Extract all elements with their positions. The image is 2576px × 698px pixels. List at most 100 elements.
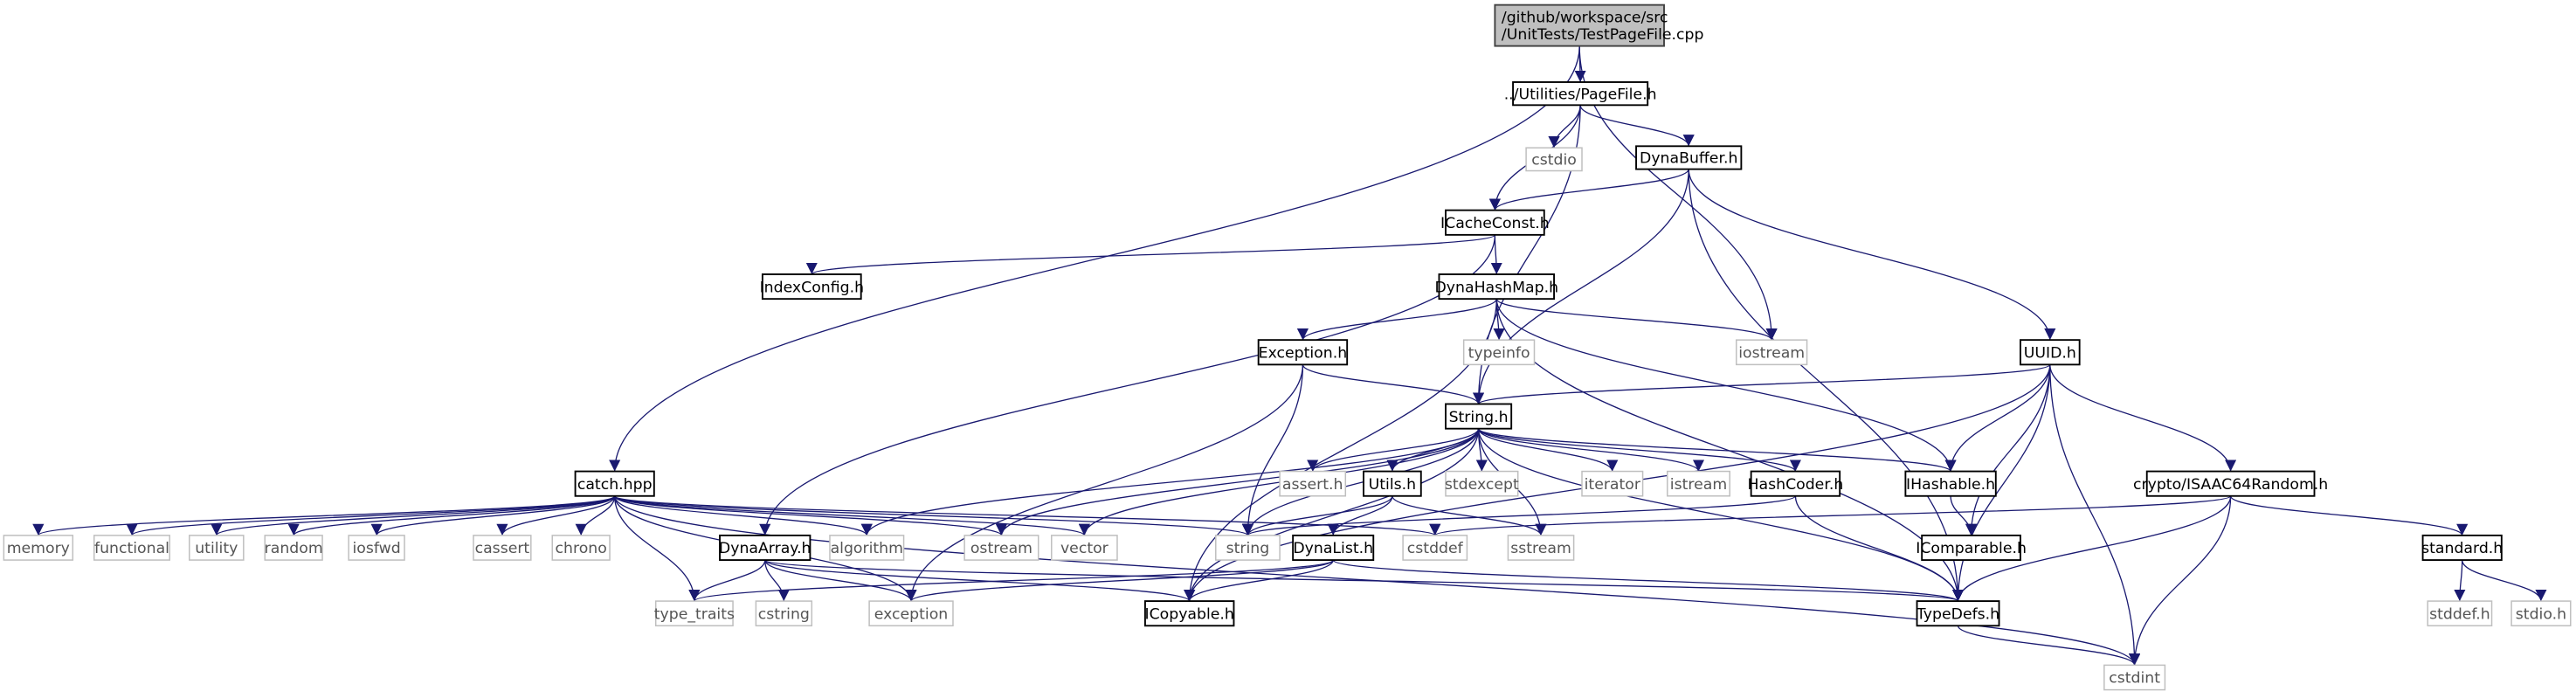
edge-uuid-to-string_h <box>1473 363 2051 405</box>
node-chrono: chrono <box>551 535 611 561</box>
edge-uuid-to-icomparable <box>1965 364 2051 536</box>
node-label: String.h <box>1449 409 1509 426</box>
node-label: string <box>1226 540 1270 557</box>
node-dynabuffer-h[interactable]: DynaBuffer.h <box>1635 145 1743 170</box>
edge-pagefile-to-dynabuffer <box>1579 105 1695 147</box>
node-iostream: iostream <box>1735 339 1808 366</box>
node-cstdio: cstdio <box>1525 147 1583 172</box>
node-label: /github/workspace/src <box>1502 9 1668 26</box>
node-ihashable-h[interactable]: IHashable.h <box>1904 470 1997 497</box>
node-crypto-isaac64random-h[interactable]: crypto/ISAAC64Random.h <box>2133 470 2328 497</box>
node-dynaarray-h[interactable]: DynaArray.h <box>719 534 811 562</box>
edge-dynalist-to-icopyable <box>1184 559 1334 602</box>
node-label: functional <box>94 540 169 557</box>
node-icacheconst-h[interactable]: ICacheConst.h <box>1440 209 1550 236</box>
node-label: HashCoder.h <box>1748 476 1844 494</box>
node-assert-h: assert.h <box>1279 470 1347 497</box>
node-standard-h[interactable]: standard.h <box>2421 534 2503 562</box>
node-dynalist-h[interactable]: DynaList.h <box>1292 534 1375 562</box>
edge-dynahashmap-to-exception_h <box>1296 298 1497 341</box>
edge-exception_h-to-string_h <box>1302 364 1485 404</box>
node-label: catch.hpp <box>577 476 653 494</box>
node-ostream: ostream <box>963 535 1039 561</box>
node-exception-h[interactable]: Exception.h <box>1257 339 1349 366</box>
node-dynahashmap-h[interactable]: DynaHashMap.h <box>1434 273 1558 301</box>
node-box <box>574 470 655 497</box>
node-catch-hpp[interactable]: catch.hpp <box>574 470 655 497</box>
edge-string_h-to-ostream <box>995 428 1480 536</box>
node-label: utility <box>195 540 238 557</box>
node-iterator: iterator <box>1581 470 1644 497</box>
edge-catch-to-memory <box>32 495 616 536</box>
node-typeinfo: typeinfo <box>1462 339 1536 366</box>
node-cassert: cassert <box>473 535 532 561</box>
edge-dynaarray-to-cstring <box>764 560 790 602</box>
edge-catch-to-type_traits <box>614 495 701 602</box>
node-box <box>1667 470 1730 497</box>
node-label: chrono <box>556 540 607 557</box>
node-box <box>1445 403 1513 430</box>
node-typedefs-h[interactable]: TypeDefs.h <box>1916 600 2000 627</box>
edge-icacheconst-to-indexconfig <box>806 234 1496 275</box>
node-uuid-h[interactable]: UUID.h <box>2020 339 2081 366</box>
node-box <box>1507 535 1575 561</box>
edge-catch-to-ostream <box>614 495 1007 536</box>
node-stdexcept: stdexcept <box>1445 470 1519 497</box>
edge-typedefs-to-cstdint <box>1957 625 2141 666</box>
node-label: DynaList.h <box>1293 540 1373 557</box>
node-label: iterator <box>1585 476 1641 494</box>
node-string-h[interactable]: String.h <box>1445 403 1513 430</box>
node-label: cstdint <box>2109 670 2160 688</box>
node-box <box>829 535 905 561</box>
node-label: istream <box>1670 476 1727 494</box>
node-indexconfig-h[interactable]: IndexConfig.h <box>760 273 864 301</box>
node-label: sstream <box>1510 540 1571 557</box>
node-utilities-pagefile-h[interactable]: ../Utilities/PageFile.h <box>1504 81 1657 107</box>
edge-utils-to-string <box>1241 495 1393 536</box>
node-icomparable-h[interactable]: IComparable.h <box>1916 534 2027 562</box>
edge-string_h-to-ihashable <box>1477 428 1957 473</box>
node-box <box>1494 3 1665 47</box>
node-icopyable-h[interactable]: ICopyable.h <box>1143 600 1235 627</box>
node-box <box>2510 600 2572 627</box>
node-iosfwd: iosfwd <box>348 535 405 561</box>
edge-catch-to-functional <box>126 495 616 536</box>
node-utils-h[interactable]: Utils.h <box>1363 470 1422 497</box>
edge-dynaarray-to-exception <box>764 559 917 602</box>
node-box <box>1635 145 1743 170</box>
edge-string_h-to-utils <box>1386 428 1480 472</box>
node-box <box>551 535 611 561</box>
node-box <box>1525 147 1583 172</box>
edge-exception_h-to-string <box>1241 364 1304 536</box>
edge-uuid-to-isaac <box>2049 364 2237 472</box>
node-label: ../Utilities/PageFile.h <box>1504 86 1657 103</box>
edge-standard-to-stdio <box>2462 559 2547 602</box>
edge-isaac-to-standard <box>2229 495 2469 536</box>
node-github-workspace-src-unittests-testpagefile-cpp[interactable]: /github/workspace/src/UnitTests/TestPage… <box>1494 3 1704 47</box>
node-hashcoder-h[interactable]: HashCoder.h <box>1748 470 1844 497</box>
node-label: iostream <box>1738 344 1805 362</box>
edge-exception_h-to-exception <box>905 364 1304 602</box>
edge-dynabuffer-to-icacheconst <box>1488 169 1689 211</box>
edge-isaac-to-typedefs <box>1952 495 2232 602</box>
node-label: DynaHashMap.h <box>1434 279 1558 296</box>
node-box <box>1279 470 1347 497</box>
node-string: string <box>1215 535 1281 561</box>
node-label: /UnitTests/TestPageFile.cpp <box>1502 26 1704 44</box>
node-label: iosfwd <box>352 540 400 557</box>
node-functional: functional <box>93 535 170 561</box>
edge-utils-to-dynalist <box>1327 495 1393 536</box>
node-box <box>2145 470 2316 497</box>
node-box <box>1257 339 1349 366</box>
node-box <box>2421 534 2503 562</box>
edge-string_h-to-iterator <box>1477 428 1619 472</box>
node-box <box>1051 535 1118 561</box>
node-algorithm: algorithm <box>829 535 905 561</box>
edge-dynaarray-to-type_traits <box>688 559 766 602</box>
node-label: type_traits <box>654 605 735 623</box>
node-box <box>2103 664 2166 691</box>
edge-dynahashmap-to-iostream <box>1495 298 1778 341</box>
node-label: DynaArray.h <box>719 540 811 557</box>
node-box <box>2020 339 2081 366</box>
